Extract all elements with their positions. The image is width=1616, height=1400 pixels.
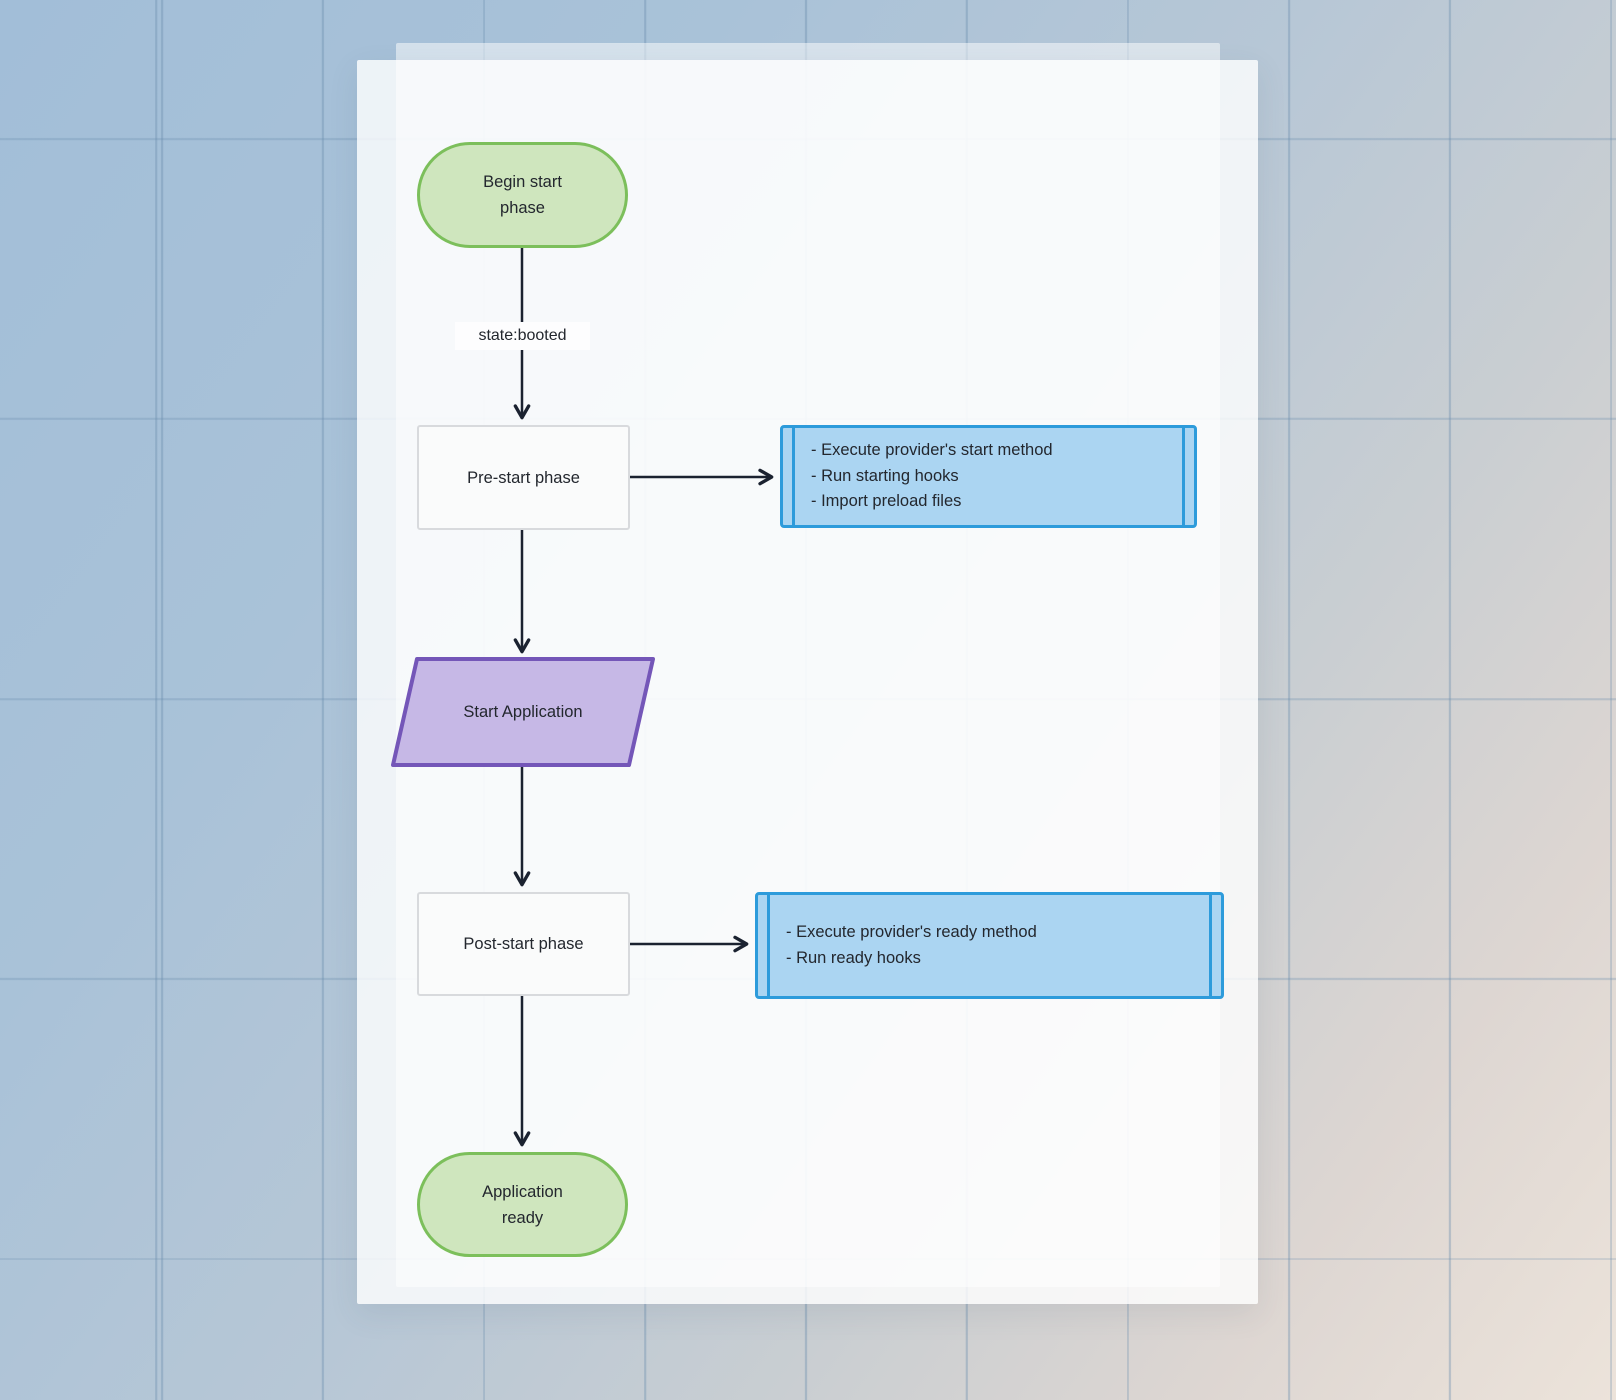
edge-label-state-booted: state:booted (455, 322, 590, 350)
pre-start-action-line: - Execute provider's start method (811, 441, 1053, 460)
start-application-node[interactable] (391, 657, 655, 767)
pre-start-phase-label: Pre-start phase (467, 468, 580, 487)
start-application-label-text: Start Application (463, 702, 583, 721)
pre-start-action-line: - Import preload files (811, 492, 962, 511)
post-start-phase-label: Post-start phase (463, 935, 584, 953)
pre-start-phase-node[interactable]: Pre-start phase (417, 425, 630, 530)
post-start-actions-node[interactable]: - Execute provider's ready method - Run … (755, 892, 1224, 999)
start-application-label: Start Application (403, 659, 643, 765)
application-ready-label: Application ready (482, 1182, 563, 1227)
edge-label-state-booted-text: state:booted (478, 327, 567, 344)
pre-start-actions-node[interactable]: - Execute provider's start method - Run … (780, 425, 1197, 528)
post-start-phase-node[interactable]: Post-start phase (417, 892, 630, 996)
pre-start-action-line: - Run starting hooks (811, 466, 959, 485)
post-start-action-line: - Execute provider's ready method (786, 923, 1037, 941)
post-start-action-line: - Run ready hooks (786, 948, 921, 967)
begin-start-phase-node[interactable]: Begin start phase (417, 142, 628, 248)
begin-start-phase-label: Begin start phase (483, 173, 562, 217)
application-ready-node[interactable]: Application ready (417, 1152, 628, 1257)
